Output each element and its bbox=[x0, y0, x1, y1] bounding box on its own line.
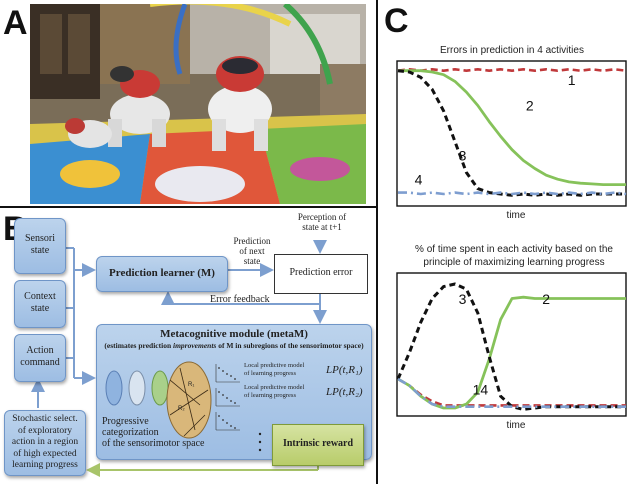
progressive-categorization-label: Progressive categorization of the sensor… bbox=[102, 416, 204, 449]
pred-next-line2: of next bbox=[239, 246, 265, 256]
chart2-plot: 3 2 14 bbox=[396, 272, 627, 417]
lp-r2: LP(t,R₂) bbox=[326, 386, 363, 398]
robot-photo bbox=[30, 4, 366, 204]
chart2-label-2: 2 bbox=[542, 291, 550, 307]
metacog-sub-before: (estimates prediction bbox=[104, 341, 174, 350]
intrinsic-reward-box: Intrinsic reward bbox=[272, 424, 364, 466]
chart1-label-1: 1 bbox=[568, 72, 576, 88]
metacog-sub-em: improvements bbox=[173, 341, 217, 350]
intrinsic-reward-label: Intrinsic reward bbox=[282, 438, 354, 449]
prediction-learner-box: Prediction learner (M) bbox=[96, 256, 228, 292]
chart1-series-4-line bbox=[398, 191, 627, 196]
local-model-2-line1: Local predictive model bbox=[244, 384, 305, 391]
chart2-xlabel: time bbox=[506, 420, 526, 431]
stochastic-line5: learning progress bbox=[12, 460, 78, 470]
lp-r1: LP(t,R₁) bbox=[326, 364, 363, 376]
context-state-line2: state bbox=[30, 303, 50, 314]
pred-next-line3: state bbox=[243, 256, 261, 266]
prediction-error-box: Prediction error bbox=[274, 254, 368, 294]
stochastic-line1: Stochastic select. bbox=[12, 414, 78, 424]
local-model-1-line1: Local predictive model bbox=[244, 362, 305, 369]
prediction-error-label: Prediction error bbox=[289, 267, 353, 278]
chart1-label-3: 3 bbox=[459, 148, 467, 164]
metacog-title: Metacognitive module (metaM) bbox=[160, 328, 308, 340]
error-feedback-label: Error feedback bbox=[210, 294, 270, 305]
chart1-frame bbox=[396, 60, 627, 207]
sensori-state-line1: Sensori bbox=[25, 233, 55, 244]
chart2-label-14: 14 bbox=[473, 382, 489, 398]
prediction-next-state-label: Prediction of next state bbox=[232, 236, 272, 266]
perception-line1: Perception of bbox=[297, 212, 347, 222]
chart1-label-4: 4 bbox=[415, 171, 423, 187]
sensori-state-line2: state bbox=[30, 245, 50, 256]
local-model-2-line2: of learning progress bbox=[244, 391, 296, 399]
stochastic-line4: of high expected bbox=[13, 448, 77, 459]
chart2-series-4-line bbox=[397, 377, 626, 408]
perception-line2: state at t+1 bbox=[302, 222, 342, 232]
region-r2-label: R₂ bbox=[178, 406, 185, 412]
stochastic-line3: action in a region bbox=[11, 437, 79, 447]
perception-label: Perception of state at t+1 bbox=[282, 212, 362, 232]
local-model-2: Local predictive model of learning progr… bbox=[244, 384, 326, 399]
chart1-xlabel: time bbox=[506, 210, 526, 221]
metacog-subtitle: (estimates prediction improvements of M … bbox=[97, 341, 371, 350]
chart1-title: Errors in prediction in 4 activities bbox=[440, 45, 584, 56]
metacog-sub-after: of M in subregions of the sensorimotor s… bbox=[216, 341, 364, 350]
stochastic-line2: of exploratory bbox=[17, 425, 73, 436]
chart1-plot: 1 2 3 4 bbox=[396, 60, 627, 207]
panel-separator-vertical bbox=[376, 0, 378, 484]
progressive-line1: Progressive bbox=[102, 416, 149, 427]
panel-c-label: C bbox=[384, 2, 409, 40]
stochastic-selection-box: Stochastic select. of exploratory action… bbox=[4, 410, 86, 476]
chart1-series-2-line bbox=[398, 69, 626, 186]
metam-internals: R₁ R₂ bbox=[105, 361, 262, 452]
chart1-label-2: 2 bbox=[526, 97, 534, 113]
panel-separator-horizontal bbox=[0, 206, 378, 208]
progressive-line2: categorization bbox=[102, 427, 159, 438]
panel-a-label: A bbox=[3, 4, 28, 42]
action-command-line2: command bbox=[20, 357, 60, 368]
region-r1-label: R₁ bbox=[188, 382, 194, 388]
chart2-title: % of time spent in each activity based o… bbox=[415, 244, 613, 268]
prediction-learner-label: Prediction learner (M) bbox=[109, 267, 215, 279]
chart2-frame bbox=[396, 272, 627, 417]
context-state-line1: Context bbox=[24, 291, 56, 302]
action-command-line1: Action bbox=[26, 345, 54, 356]
local-model-1: Local predictive model of learning progr… bbox=[244, 362, 326, 377]
progressive-line3: of the sensorimotor space bbox=[102, 438, 205, 449]
pred-next-line1: Prediction bbox=[233, 236, 271, 246]
diagram-arrows bbox=[31, 240, 329, 477]
chart1-series-1-line bbox=[397, 68, 627, 72]
chart2-label-3: 3 bbox=[459, 291, 467, 307]
local-model-1-line2: of learning progress bbox=[244, 369, 296, 377]
